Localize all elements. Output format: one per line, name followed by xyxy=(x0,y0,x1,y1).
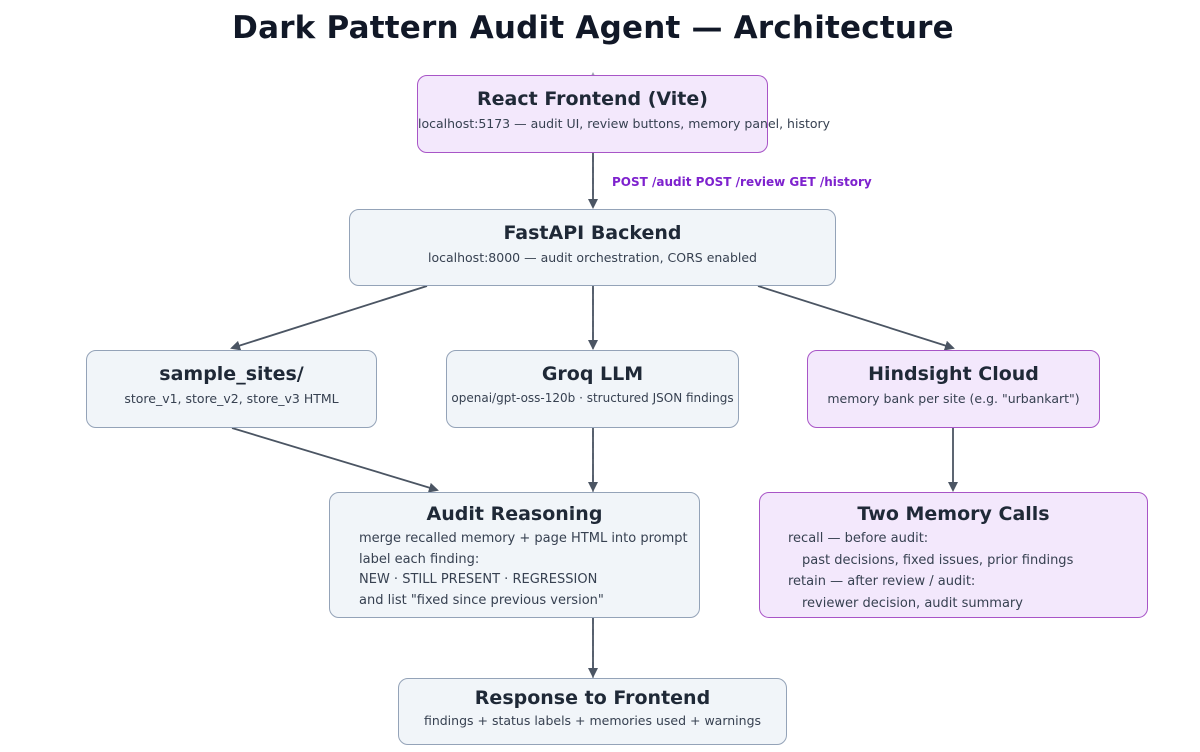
memory-calls-list: recall — before audit: past decisions, f… xyxy=(760,528,1147,614)
reasoning-steps: merge recalled memory + page HTML into p… xyxy=(330,529,699,611)
arrow-backend-to-hindsight xyxy=(757,285,955,351)
samples-node: sample_sites/ store_v1, store_v2, store_… xyxy=(86,350,377,428)
api-routes-label: POST /audit POST /review GET /history xyxy=(612,175,872,189)
hindsight-title: Hindsight Cloud xyxy=(868,363,1039,385)
backend-title: FastAPI Backend xyxy=(503,222,682,244)
samples-title: sample_sites/ xyxy=(159,363,304,385)
frontend-title: React Frontend (Vite) xyxy=(477,88,708,110)
arrow-samples-to-reasoning xyxy=(231,427,439,493)
reasoning-line: merge recalled memory + page HTML into p… xyxy=(359,531,688,546)
arrow-backend-to-samples xyxy=(230,285,428,351)
response-node: Response to Frontend findings + status l… xyxy=(398,678,787,745)
reasoning-title: Audit Reasoning xyxy=(426,503,603,525)
memory-call-line: retain — after review / audit: xyxy=(788,574,976,589)
memory-call-detail: past decisions, fixed issues, prior find… xyxy=(802,552,1074,568)
reasoning-line: NEW · STILL PRESENT · REGRESSION xyxy=(359,572,598,587)
llm-subtitle: openai/gpt-oss-120b · structured JSON fi… xyxy=(451,391,734,405)
reasoning-line: label each finding: xyxy=(359,551,480,567)
llm-title: Groq LLM xyxy=(541,363,644,385)
llm-node: Groq LLM openai/gpt-oss-120b · structure… xyxy=(446,350,739,428)
response-title: Response to Frontend xyxy=(474,687,711,709)
memory-calls-title: Two Memory Calls xyxy=(857,503,1050,525)
memory-calls-node: Two Memory Calls recall — before audit: … xyxy=(759,492,1148,618)
reasoning-node: Audit Reasoning merge recalled memory + … xyxy=(329,492,700,618)
response-subtitle: findings + status labels + memories used… xyxy=(423,713,762,728)
diagram-title: Dark Pattern Audit Agent — Architecture xyxy=(232,10,954,46)
hindsight-node: Hindsight Cloud memory bank per site (e.… xyxy=(807,350,1100,428)
memory-call-detail: reviewer decision, audit summary xyxy=(802,595,1023,611)
frontend-node: React Frontend (Vite) localhost:5173 — a… xyxy=(417,75,831,153)
backend-subtitle: localhost:8000 — audit orchestration, CO… xyxy=(427,250,757,265)
hindsight-subtitle: memory bank per site (e.g. "urbankart") xyxy=(827,391,1080,406)
frontend-subtitle: localhost:5173 — audit UI, review button… xyxy=(418,116,831,131)
memory-call-line: recall — before audit: xyxy=(788,531,929,546)
samples-subtitle: store_v1, store_v2, store_v3 HTML xyxy=(124,391,339,406)
backend-node: FastAPI Backend localhost:8000 — audit o… xyxy=(349,209,836,286)
reasoning-line: and list "fixed since previous version" xyxy=(359,592,604,608)
